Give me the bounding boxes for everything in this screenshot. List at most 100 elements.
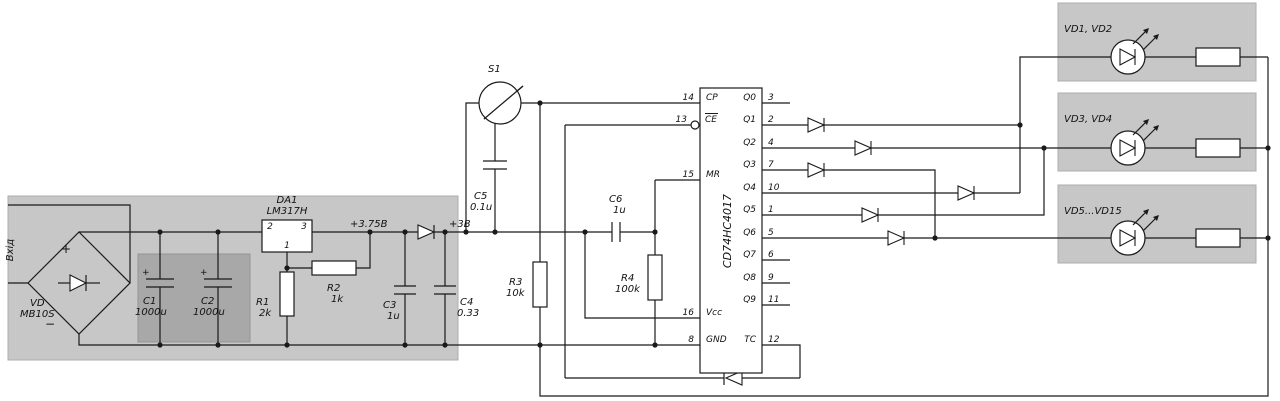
c1-ref-label: C1 bbox=[143, 296, 156, 307]
led2-diode-icon bbox=[1119, 139, 1137, 157]
pin6-number: 6 bbox=[768, 250, 774, 260]
pin-mr-label: MR bbox=[706, 170, 720, 180]
bridge-plus-sign: + bbox=[61, 242, 71, 256]
da1-part-label: LM317H bbox=[267, 206, 308, 217]
led-group2-label: VD3, VD4 bbox=[1064, 114, 1112, 125]
ce-inversion-bubble-icon bbox=[690, 120, 700, 130]
diode-q1-icon bbox=[807, 117, 826, 133]
pin-tc-label: TC bbox=[744, 335, 756, 345]
resistor-r3-body bbox=[532, 261, 548, 308]
c6-value-label: 1u bbox=[613, 205, 626, 216]
s1-label: S1 bbox=[488, 64, 501, 75]
pin-q9-label: Q9 bbox=[743, 295, 756, 305]
pin9-number: 9 bbox=[768, 273, 774, 283]
rail-diode-icon bbox=[417, 224, 436, 240]
input-label: Вхід bbox=[4, 239, 16, 262]
c3-ref-label: C3 bbox=[383, 300, 396, 311]
led-group-2 bbox=[1110, 119, 1268, 166]
bridge-minus-sign: − bbox=[45, 317, 55, 331]
da1-pin-in-label: 2 bbox=[267, 222, 273, 232]
pin4-number: 4 bbox=[768, 138, 774, 148]
bridge-diode-icon bbox=[69, 274, 88, 292]
bridge-part-label: MB10S bbox=[20, 309, 55, 320]
diode-q2-icon bbox=[854, 140, 873, 156]
led-group3-region bbox=[1057, 184, 1257, 264]
led-group1-region bbox=[1057, 2, 1257, 82]
c2-ref-label: C2 bbox=[201, 296, 214, 307]
pin-q1-label: Q1 bbox=[743, 115, 756, 125]
pin11-number: 11 bbox=[768, 295, 779, 305]
c6-ref-label: C6 bbox=[609, 194, 622, 205]
pin-q3-label: Q3 bbox=[743, 160, 756, 170]
wires-output-matrix bbox=[539, 56, 1269, 397]
r4-value-label: 100k bbox=[615, 284, 641, 295]
r1-value-label: 2k bbox=[259, 308, 272, 319]
rail-3-label: +3В bbox=[449, 219, 471, 230]
pin-q5-label: Q5 bbox=[743, 205, 756, 215]
filter-caps-region bbox=[137, 253, 251, 343]
pin-q4-label: Q4 bbox=[743, 183, 756, 193]
pin16-number: 16 bbox=[683, 308, 695, 318]
pin-vcc-label: Vcc bbox=[706, 308, 722, 318]
r3-value-label: 10k bbox=[506, 288, 526, 299]
ic-cd74hc4017-body bbox=[699, 87, 763, 374]
diode-q4-icon bbox=[957, 185, 976, 201]
pin7-number: 7 bbox=[768, 160, 774, 170]
led2-resistor-body bbox=[1195, 138, 1241, 158]
pin-gnd-label: GND bbox=[706, 335, 727, 345]
pin-q0-label: Q0 bbox=[743, 93, 756, 103]
pin-q7-label: Q7 bbox=[743, 250, 756, 260]
pin8-number: 8 bbox=[688, 335, 694, 345]
led3-diode-icon bbox=[1119, 229, 1137, 247]
pin12-number: 12 bbox=[768, 335, 780, 345]
c3-value-label: 1u bbox=[387, 311, 400, 322]
diode-q6-icon bbox=[887, 230, 906, 246]
r1-ref-label: R1 bbox=[256, 297, 269, 308]
pin5-number: 5 bbox=[768, 228, 774, 238]
diode-q3-icon bbox=[807, 162, 826, 178]
led-group-1 bbox=[1110, 28, 1268, 75]
led1-resistor-body bbox=[1195, 47, 1241, 67]
da1-pin-out-label: 3 bbox=[301, 222, 307, 232]
resistor-r2-body bbox=[311, 260, 357, 276]
pin-q8-label: Q8 bbox=[743, 273, 756, 283]
pin2-number: 2 bbox=[768, 115, 774, 125]
led-group2-region bbox=[1057, 92, 1257, 172]
led-group-3 bbox=[1110, 209, 1268, 256]
led-group1-label: VD1, VD2 bbox=[1064, 24, 1112, 35]
c1-value-label: 1000u bbox=[135, 307, 167, 318]
c4-value-label: 0.33 bbox=[457, 308, 479, 319]
led-group3-label: VD5...VD15 bbox=[1064, 206, 1122, 217]
resistor-r4-body bbox=[647, 254, 663, 301]
pin-q2-label: Q2 bbox=[743, 138, 756, 148]
da1-pin-adj-label: 1 bbox=[284, 241, 290, 251]
da1-ref-label: DA1 bbox=[277, 195, 298, 206]
bridge-ref-label: VD bbox=[30, 298, 45, 309]
resistor-r1-body bbox=[279, 271, 295, 317]
switch-s1-body bbox=[478, 81, 522, 125]
junction-dots bbox=[157, 100, 1271, 348]
c5-ref-label: C5 bbox=[474, 191, 487, 202]
pin-ce-label: CE bbox=[705, 115, 717, 125]
pin14-number: 14 bbox=[683, 93, 695, 103]
ic-part-label: CD74HC4017 bbox=[721, 194, 734, 268]
pin10-number: 10 bbox=[768, 183, 780, 193]
c5-value-label: 0.1u bbox=[470, 202, 492, 213]
switch-s1-lever bbox=[483, 85, 524, 120]
pin-cp-label: CP bbox=[706, 93, 718, 103]
r3-ref-label: R3 bbox=[509, 277, 522, 288]
wires-power-supply bbox=[8, 204, 700, 346]
led3-resistor-body bbox=[1195, 228, 1241, 248]
c2-plus-sign: + bbox=[200, 268, 208, 278]
diode-q5-icon bbox=[861, 207, 880, 223]
c4-ref-label: C4 bbox=[460, 297, 473, 308]
r2-value-label: 1k bbox=[331, 294, 344, 305]
steering-diodes bbox=[807, 117, 976, 246]
r2-ref-label: R2 bbox=[327, 283, 340, 294]
regulator-da1-body bbox=[261, 219, 313, 253]
pin3-number: 3 bbox=[768, 93, 774, 103]
pin15-number: 15 bbox=[683, 170, 695, 180]
led1-diode-icon bbox=[1119, 48, 1137, 66]
